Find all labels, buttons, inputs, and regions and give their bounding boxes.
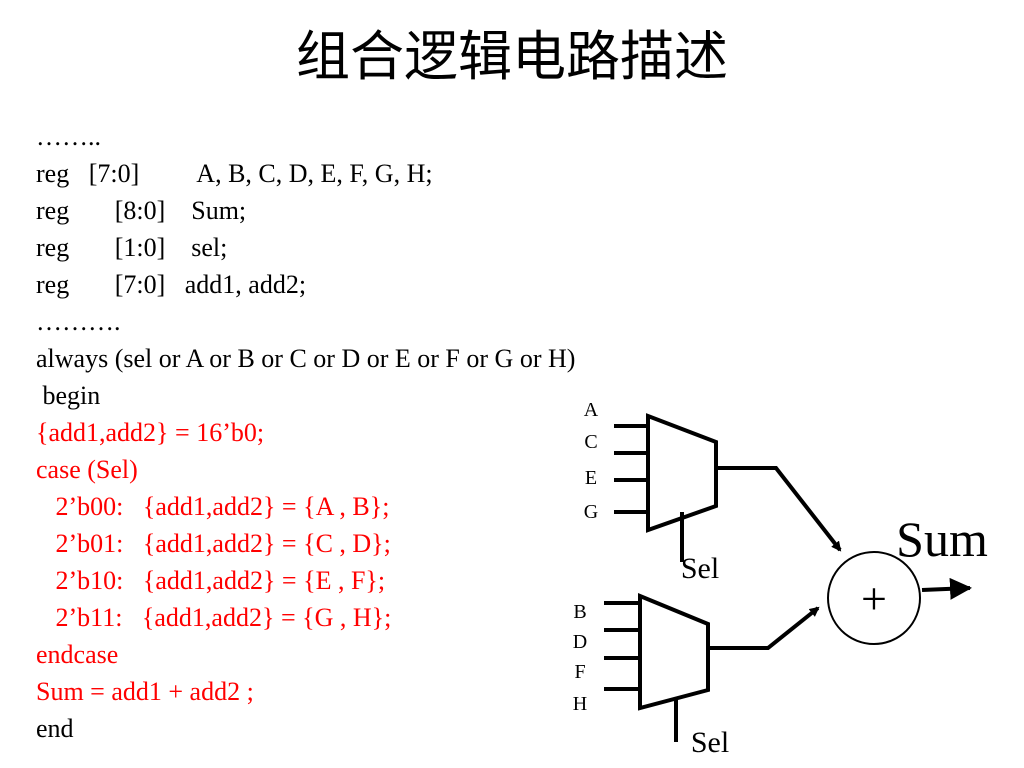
code-line: reg [7:0] A, B, C, D, E, F, G, H; [36,159,433,188]
mux1-input-label: A [584,399,599,421]
sum-output-arrow [921,577,972,600]
mux1-input-label: C [584,431,597,453]
code-line: 2’b00: {add1,add2} = {A , B}; [36,492,390,521]
mux2-input-label: B [573,601,586,623]
sum-output-label: Sum [896,511,988,567]
mux-2: B D F H Sel [573,593,820,759]
plus-icon: + [861,573,887,624]
code-line: always (sel or A or B or C or D or E or … [36,344,576,373]
mux2-input-label: D [573,631,587,653]
mux1-select-label: Sel [681,552,719,585]
mux2-input-label: H [573,693,587,715]
mux1-output-arrow [716,466,842,552]
mux2-input-label: F [574,661,585,683]
code-line: reg [1:0] sel; [36,233,228,262]
slide-title: 组合逻辑电路描述 [296,25,728,88]
code-line: {add1,add2} = 16’b0; [36,418,265,447]
code-line: 2’b11: {add1,add2} = {G , H}; [36,603,392,632]
mux1-body [646,413,718,533]
verilog-code-block: …….. reg [7:0] A, B, C, D, E, F, G, H; r… [36,118,575,747]
code-line: ………. [36,307,121,336]
code-line: endcase [36,640,119,669]
code-line: Sum = add1 + add2 ; [36,677,254,706]
adder: + Sum [827,511,988,645]
code-line: reg [7:0] add1, add2; [36,270,307,299]
code-line: end [36,714,74,743]
code-line: begin [36,381,101,410]
mux2-output-arrow [708,606,820,650]
mux1-input-label: G [584,501,598,523]
mux2-select-label: Sel [691,726,729,759]
code-line: case (Sel) [36,455,138,484]
code-line: 2’b01: {add1,add2} = {C , D}; [36,529,391,558]
code-line: 2’b10: {add1,add2} = {E , F}; [36,566,386,595]
mux2-body [638,593,710,711]
adder-circle [827,551,921,645]
mux1-input-label: E [585,467,597,489]
code-line: reg [8:0] Sum; [36,196,247,225]
mux-1: A C E G Sel [584,399,842,585]
code-line: …….. [36,122,101,151]
